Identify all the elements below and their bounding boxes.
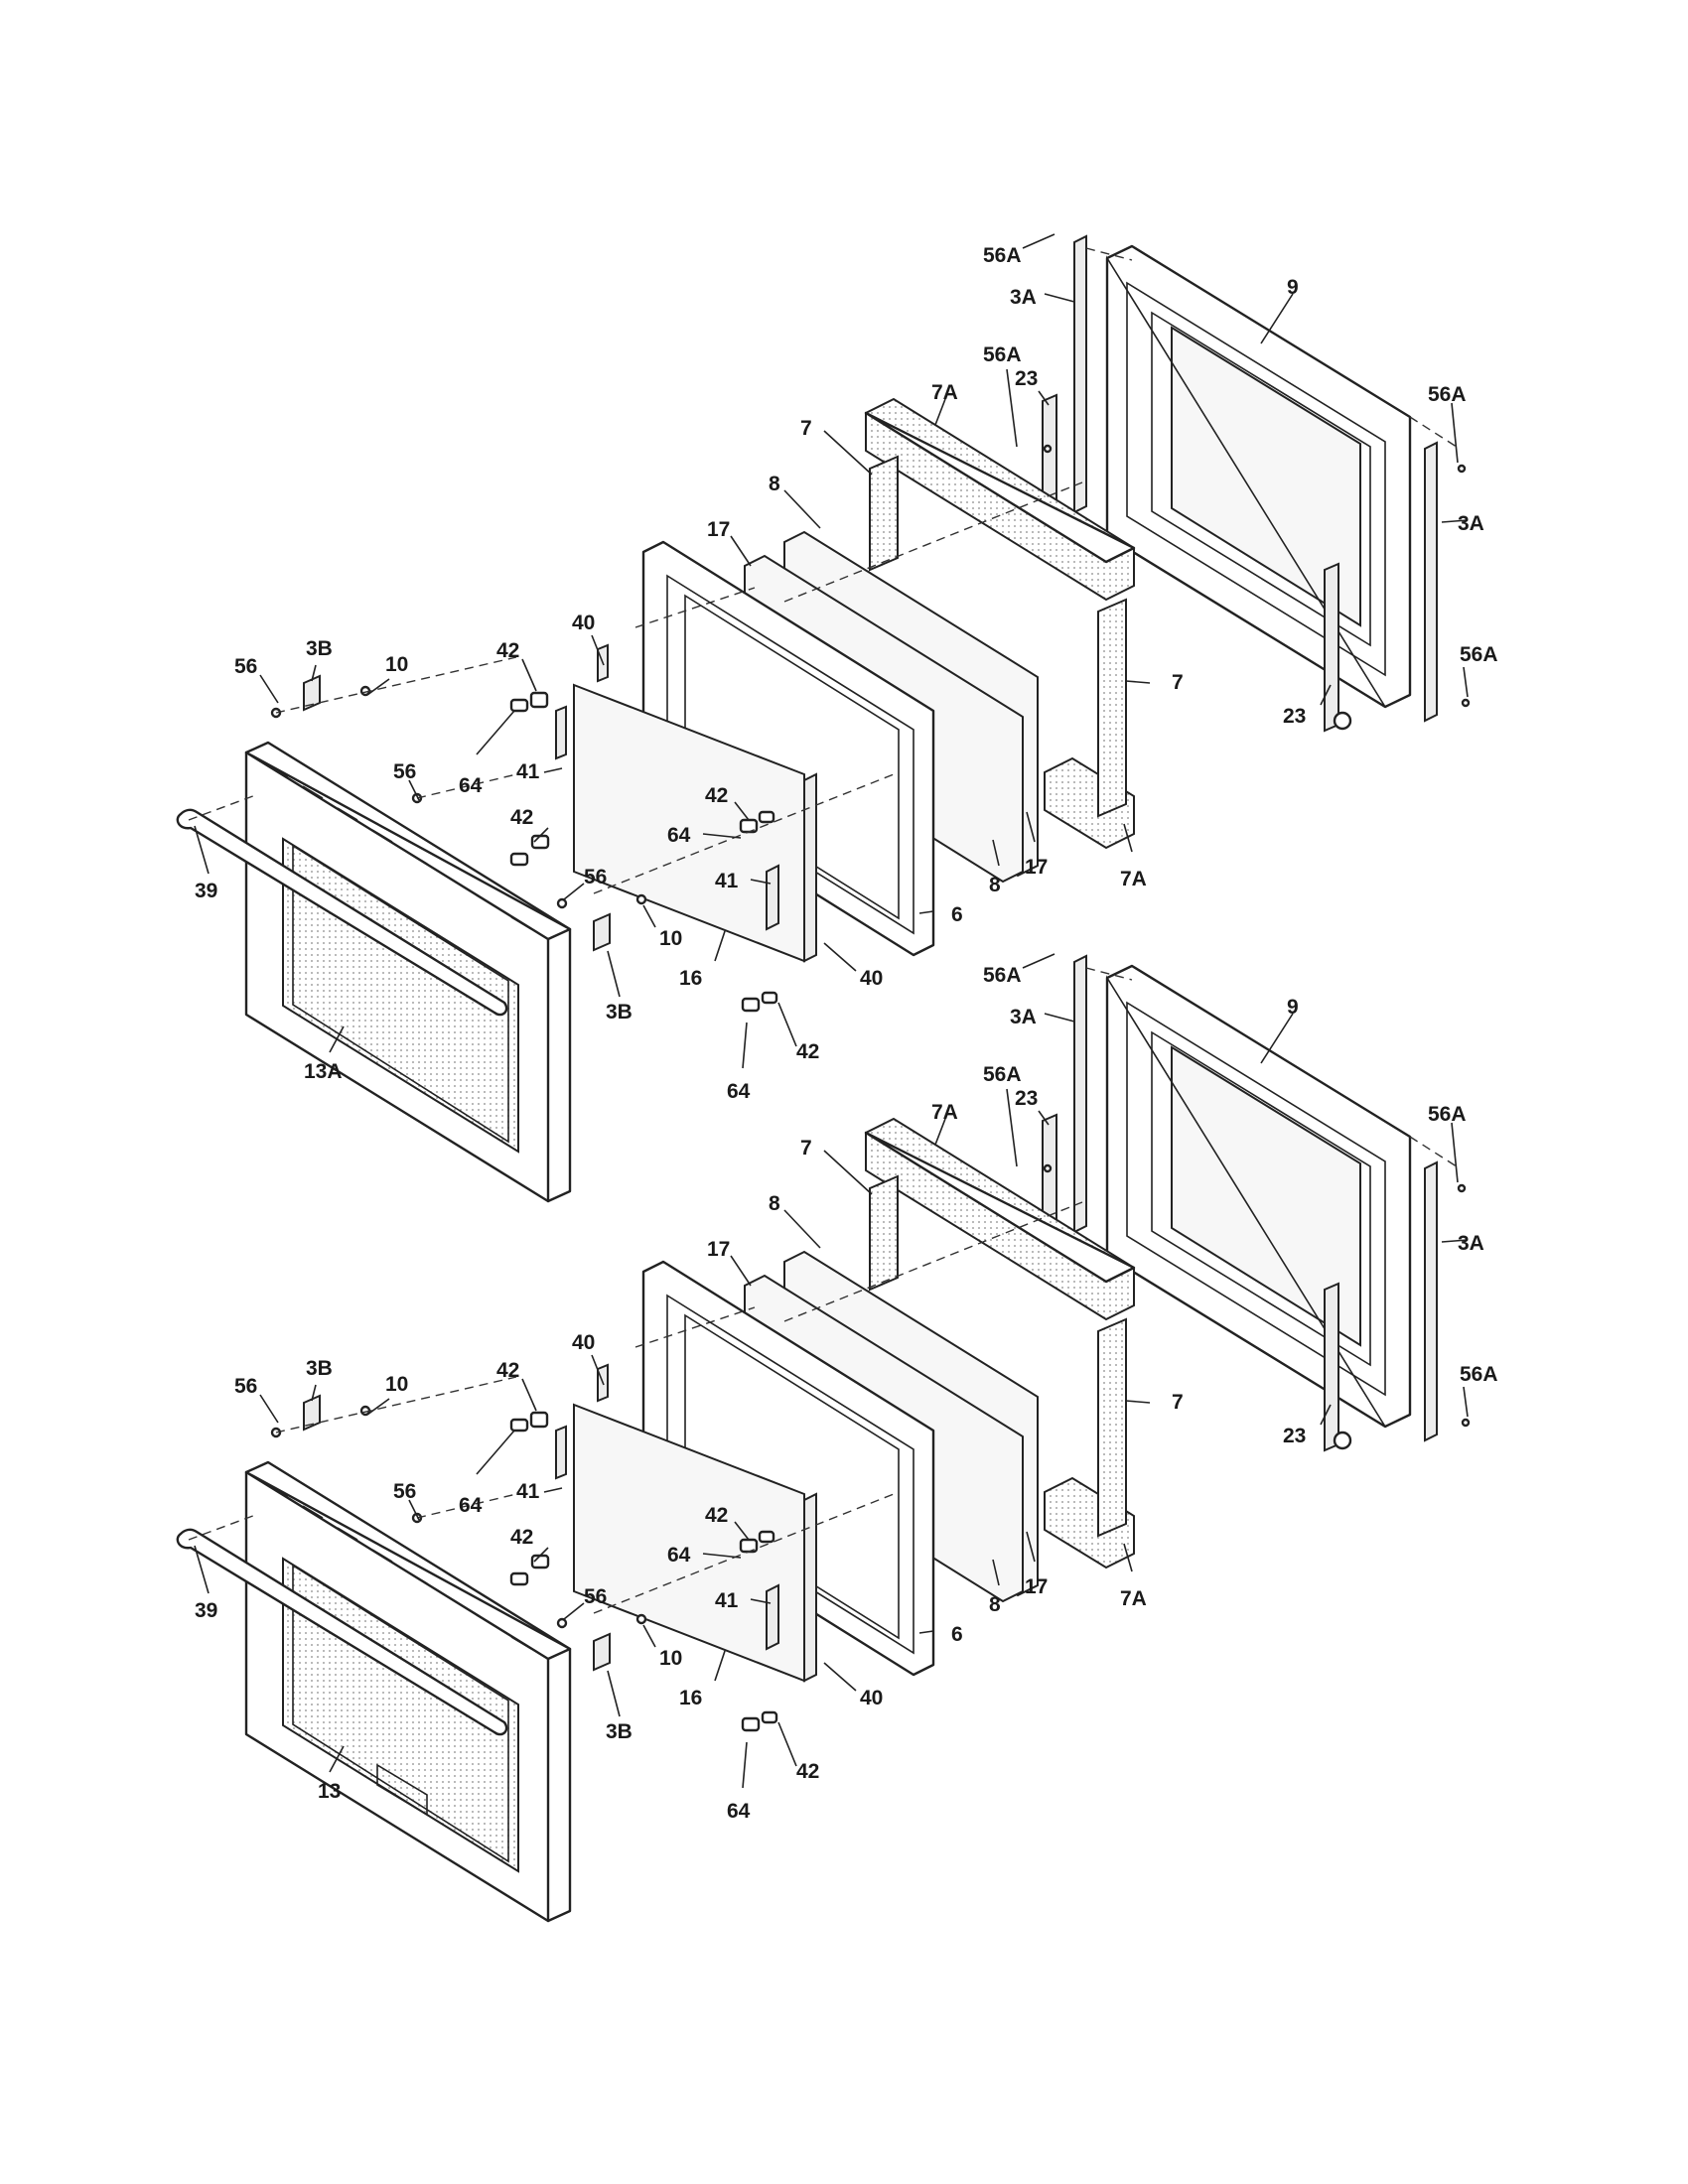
- callout-8: 8: [989, 874, 1001, 896]
- callout-3B: 3B: [306, 1357, 333, 1380]
- callout-23: 23: [1283, 705, 1306, 728]
- callout-56: 56: [393, 760, 416, 783]
- upper-callouts: 56A 3A 9 56A 23 7A 56A 7 3A 8 17 56A 7 2…: [194, 233, 1498, 1103]
- callout-17: 17: [707, 518, 730, 541]
- callout-41: 41: [715, 870, 739, 892]
- lower-door-assembly: [176, 954, 1471, 1923]
- callout-3A: 3A: [1458, 1232, 1484, 1255]
- callout-16: 16: [679, 967, 702, 990]
- callout-40: 40: [572, 612, 595, 634]
- callout-41: 41: [516, 1480, 540, 1503]
- callout-40: 40: [860, 1687, 883, 1709]
- callout-13A: 13A: [304, 1060, 343, 1083]
- callout-56A: 56A: [1460, 643, 1498, 666]
- callout-42: 42: [796, 1040, 819, 1063]
- callout-42: 42: [510, 806, 533, 829]
- callout-56A: 56A: [983, 1063, 1022, 1086]
- callout-64: 64: [459, 1494, 483, 1517]
- callout-17: 17: [1025, 1575, 1048, 1598]
- callout-39: 39: [195, 1599, 217, 1622]
- callout-7: 7: [800, 1137, 812, 1160]
- callout-8: 8: [989, 1593, 1001, 1616]
- callout-56A: 56A: [983, 964, 1022, 987]
- callout-56A: 56A: [1460, 1363, 1498, 1386]
- callout-6: 6: [951, 903, 963, 926]
- callout-56A: 56A: [1428, 1103, 1467, 1126]
- lower-door-display-window: [376, 1763, 428, 1817]
- callout-6: 6: [951, 1623, 963, 1646]
- callout-23: 23: [1015, 1087, 1038, 1110]
- callout-56A: 56A: [983, 244, 1022, 267]
- callout-56: 56: [584, 866, 607, 888]
- callout-10: 10: [659, 1647, 682, 1670]
- callout-17: 17: [1025, 856, 1048, 879]
- callout-42: 42: [796, 1760, 819, 1783]
- callout-16: 16: [679, 1687, 702, 1709]
- callout-56A: 56A: [1428, 383, 1467, 406]
- callout-7: 7: [800, 417, 812, 440]
- callout-10: 10: [385, 1373, 408, 1396]
- callout-56: 56: [393, 1480, 416, 1503]
- callout-64: 64: [727, 1080, 751, 1103]
- callout-3B: 3B: [306, 637, 333, 660]
- callout-10: 10: [659, 927, 682, 950]
- callout-10: 10: [385, 653, 408, 676]
- callout-3A: 3A: [1010, 286, 1037, 309]
- callout-7A: 7A: [1120, 1587, 1147, 1610]
- lower-callouts: 56A 3A 9 56A 23 7A 56A 7 3A 8 17 7 40 56…: [194, 953, 1498, 1823]
- callout-56A: 56A: [983, 343, 1022, 366]
- callout-7A: 7A: [931, 381, 958, 404]
- callout-40: 40: [860, 967, 883, 990]
- callout-64: 64: [667, 1544, 691, 1567]
- callout-42: 42: [496, 639, 519, 662]
- callout-42: 42: [496, 1359, 519, 1382]
- callout-41: 41: [516, 760, 540, 783]
- callout-3B: 3B: [606, 1720, 633, 1743]
- callout-3A: 3A: [1010, 1006, 1037, 1028]
- callout-56: 56: [234, 655, 257, 678]
- callout-7A: 7A: [1120, 868, 1147, 890]
- callout-3A: 3A: [1458, 512, 1484, 535]
- callout-7: 7: [1172, 1391, 1184, 1414]
- callout-3B: 3B: [606, 1001, 633, 1024]
- callout-64: 64: [459, 774, 483, 797]
- callout-9: 9: [1287, 276, 1299, 299]
- callout-42: 42: [705, 784, 728, 807]
- callout-64: 64: [727, 1800, 751, 1823]
- callout-56: 56: [234, 1375, 257, 1398]
- callout-41: 41: [715, 1589, 739, 1612]
- callout-23: 23: [1015, 367, 1038, 390]
- callout-8: 8: [769, 473, 780, 495]
- callout-8: 8: [769, 1192, 780, 1215]
- callout-56: 56: [584, 1585, 607, 1608]
- callout-7A: 7A: [931, 1101, 958, 1124]
- callout-40: 40: [572, 1331, 595, 1354]
- callout-7: 7: [1172, 671, 1184, 694]
- callout-42: 42: [510, 1526, 533, 1549]
- callout-13: 13: [318, 1780, 341, 1803]
- callout-64: 64: [667, 824, 691, 847]
- callout-23: 23: [1283, 1425, 1306, 1447]
- callout-39: 39: [195, 880, 217, 902]
- callout-9: 9: [1287, 996, 1299, 1019]
- callout-17: 17: [707, 1238, 730, 1261]
- callout-42: 42: [705, 1504, 728, 1527]
